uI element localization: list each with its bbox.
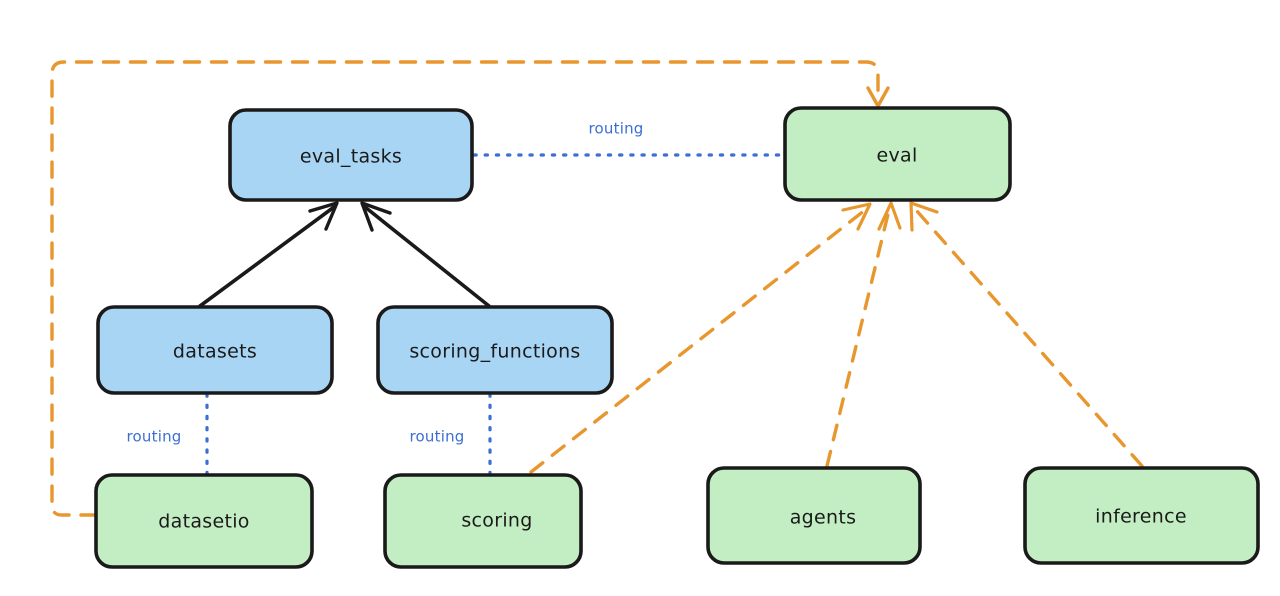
edge-datasets-to-eval_tasks [198,201,339,308]
node-scoring_functions[interactable]: scoring_functions [376,305,614,395]
node-label: scoring_functions [409,341,580,363]
node-scoring[interactable]: scoring [383,473,583,569]
edge-scoring_functions-to-scoring: routing [410,392,492,476]
node-label: agents [790,507,857,529]
edge-datasetio-to-eval [50,60,890,517]
edge-label-routing-scoring: routing [410,428,465,446]
node-shape [383,473,583,569]
node-agents[interactable]: agents [706,466,922,565]
edge-scoring_functions-to-eval_tasks [360,201,491,308]
edge-path [198,205,336,308]
arrowhead [360,201,392,232]
edge-label-routing-datasetio: routing [127,428,182,446]
edge-agents-to-eval [825,201,902,468]
node-shape [94,473,314,569]
edge-path [914,208,1144,468]
node-eval[interactable]: eval [783,106,1012,202]
arrowhead [866,86,890,108]
arrowhead [877,201,902,231]
node-shape [376,305,614,395]
node-shape [706,466,922,565]
node-shape [96,305,334,395]
node-shape [1023,466,1260,565]
edge-eval_tasks-to-eval: routing [472,120,786,157]
node-label: eval_tasks [300,146,402,168]
node-label: datasetio [158,511,249,533]
node-inference[interactable]: inference [1023,466,1260,565]
node-shape [783,106,1012,202]
arrowhead [841,202,872,231]
edge-path [529,208,867,474]
edge-inference-to-eval [909,201,1144,468]
node-datasetio[interactable]: datasetio [94,473,314,569]
edge-path [825,208,891,468]
edge-path [50,60,880,517]
node-datasets[interactable]: datasets [96,305,334,395]
arrowhead [308,201,339,231]
edge-path [363,205,491,308]
node-label: eval [876,145,917,167]
node-label: inference [1095,506,1187,528]
arrowhead [909,201,939,232]
edge-scoring-to-eval [529,202,872,474]
node-label: scoring [461,510,532,532]
node-label: datasets [173,341,257,363]
edge-label-routing-eval: routing [589,120,644,138]
node-shape [228,108,474,202]
edge-datasets-to-datasetio: routing [127,392,209,476]
node-eval_tasks[interactable]: eval_tasks [228,108,474,202]
